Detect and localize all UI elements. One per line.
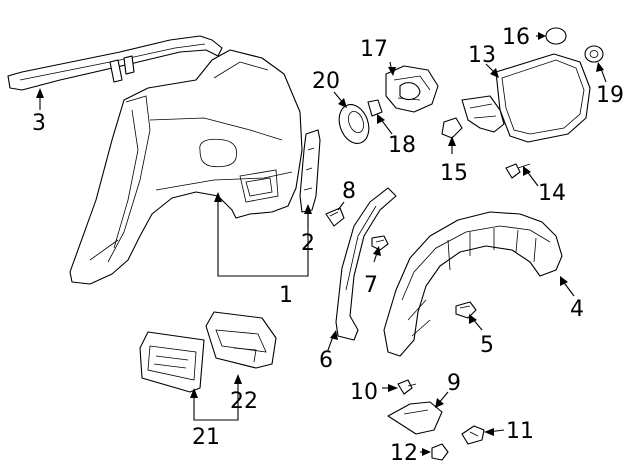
clip-8 xyxy=(325,207,345,227)
callout-4: 4 xyxy=(570,297,584,322)
callout-11: 11 xyxy=(506,419,534,444)
callout-21: 21 xyxy=(192,425,220,450)
bolt-14 xyxy=(505,163,531,179)
ring-19 xyxy=(584,45,604,63)
rear-bracket xyxy=(299,129,321,213)
fuel-door-hinge xyxy=(461,95,505,133)
bracket-9 xyxy=(387,401,443,435)
nut-12 xyxy=(431,443,449,461)
bushing-18 xyxy=(367,99,383,117)
callout-13: 13 xyxy=(468,43,496,68)
callout-9: 9 xyxy=(447,371,461,396)
callout-1: 1 xyxy=(279,283,293,308)
callout-3: 3 xyxy=(32,111,46,136)
callout-22: 22 xyxy=(230,389,258,414)
callout-2: 2 xyxy=(301,231,315,256)
callout-18: 18 xyxy=(388,133,416,158)
fender-liner xyxy=(383,211,563,357)
callout-16: 16 xyxy=(502,25,530,50)
grommet-20 xyxy=(338,104,370,144)
callout-8: 8 xyxy=(342,179,356,204)
leader-lines xyxy=(36,32,607,456)
clip-15 xyxy=(441,117,463,139)
callout-17: 17 xyxy=(360,37,388,62)
clip-5 xyxy=(455,301,477,319)
callout-15: 15 xyxy=(440,161,468,186)
callout-5: 5 xyxy=(480,333,494,358)
callout-labels: 1 2 3 4 5 6 7 8 9 10 11 12 13 14 15 16 1… xyxy=(32,25,624,466)
fuel-door xyxy=(495,53,591,143)
callout-7: 7 xyxy=(364,273,378,298)
callout-6: 6 xyxy=(319,348,333,373)
wheel-arch-molding xyxy=(335,187,397,341)
panel-21 xyxy=(139,331,205,393)
screw-11 xyxy=(461,425,485,445)
fuel-door-housing xyxy=(385,65,439,113)
push-pin-10 xyxy=(397,379,417,395)
callout-20: 20 xyxy=(312,69,340,94)
screw-7 xyxy=(371,235,389,251)
callout-14: 14 xyxy=(538,181,566,206)
tray-22 xyxy=(205,311,277,369)
roof-rail-molding xyxy=(7,35,223,91)
callout-12: 12 xyxy=(390,441,418,466)
quarter-panel xyxy=(69,49,303,285)
callout-10: 10 xyxy=(350,380,378,405)
cap-16 xyxy=(545,27,567,45)
callout-19: 19 xyxy=(596,83,624,108)
